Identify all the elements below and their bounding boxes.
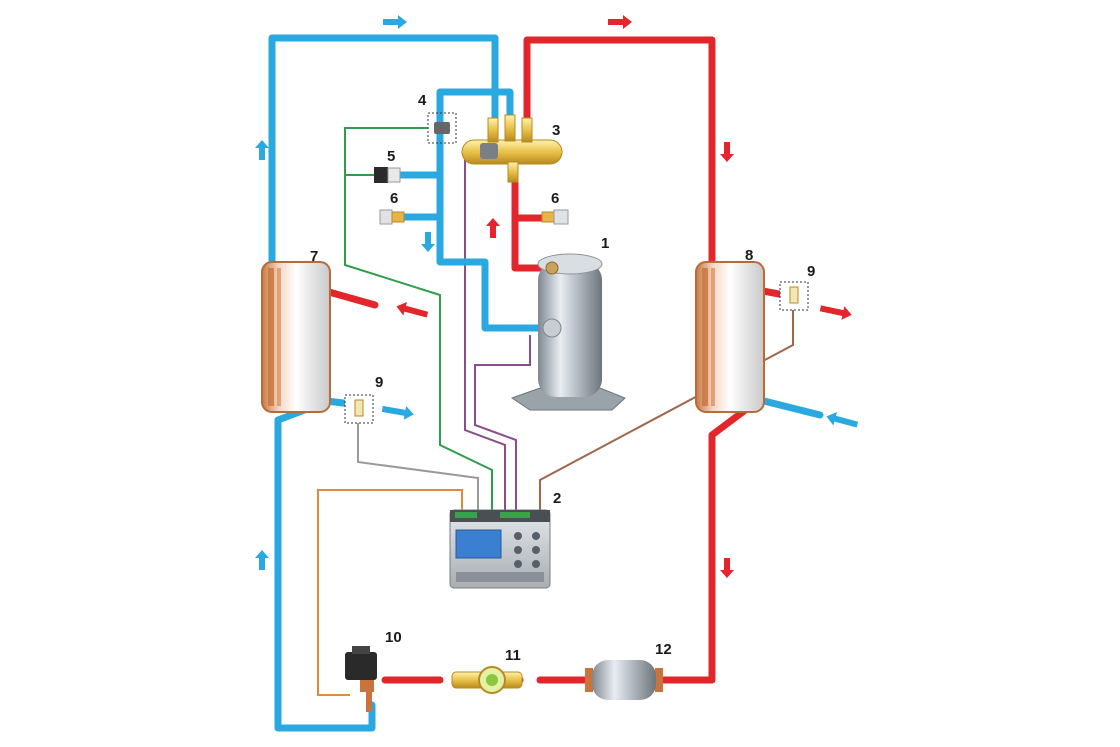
pipe-hot-liquid-right xyxy=(651,401,756,684)
compressor xyxy=(510,253,626,411)
arrow-out-left-blue xyxy=(381,405,414,420)
temp-sensor-right xyxy=(779,281,809,311)
wire-orange xyxy=(317,489,463,696)
arrow-up-discharge xyxy=(486,218,500,238)
pipe-cold-in-right xyxy=(756,396,824,419)
arrow-right-top-red xyxy=(608,15,632,29)
arrow-down-right-top xyxy=(720,142,734,162)
arrow-down-suction xyxy=(421,232,435,252)
pressure-switch xyxy=(427,112,457,144)
controller xyxy=(449,509,551,589)
wire-purple-a xyxy=(464,154,506,510)
arrow-up-left-bottom xyxy=(255,550,269,570)
arrow-right-top-blue xyxy=(383,15,407,29)
label-filter-drier: 12 xyxy=(655,641,672,658)
label-compressor: 1 xyxy=(601,235,609,252)
label-temp-sensor-left: 9 xyxy=(375,374,383,391)
pipe-cold-left-loop xyxy=(268,34,499,299)
label-exchanger-left: 7 xyxy=(310,248,318,265)
sensor-right xyxy=(541,209,569,225)
wire-brown xyxy=(539,300,794,510)
wire-purple-b xyxy=(474,335,531,510)
label-reversing-valve: 3 xyxy=(552,122,560,139)
label-temp-sensor-right: 9 xyxy=(807,263,815,280)
plate-heat-exchanger-right xyxy=(695,261,765,413)
arrow-up-left-top xyxy=(255,140,269,160)
label-sensor-left: 6 xyxy=(390,190,398,207)
arrow-out-right-red xyxy=(819,305,852,320)
expansion-valve xyxy=(345,646,377,712)
arrow-in-right-blue xyxy=(826,411,859,428)
sight-glass xyxy=(451,666,523,694)
label-pressure-switch: 4 xyxy=(418,92,427,109)
label-sensor-right: 6 xyxy=(551,190,559,207)
label-sight-glass: 11 xyxy=(505,647,521,664)
temp-sensor-left xyxy=(344,394,374,424)
arrow-down-right-bottom xyxy=(720,558,734,578)
wire-green xyxy=(344,127,493,510)
reversing-valve xyxy=(461,114,563,183)
label-exchanger-right: 8 xyxy=(745,247,753,264)
label-expansion-valve: 10 xyxy=(385,629,402,646)
arrow-in-left-red xyxy=(396,301,429,318)
plate-heat-exchanger-left xyxy=(261,261,331,413)
pipe-cold-liquid-left xyxy=(274,401,376,732)
filter-drier xyxy=(585,660,663,700)
pipe-cold-suction xyxy=(436,88,544,332)
pressure-transducer xyxy=(374,167,401,183)
wire-gray xyxy=(357,420,479,510)
label-controller: 2 xyxy=(553,490,561,507)
sensor-left xyxy=(379,209,405,225)
label-pressure-transducer: 5 xyxy=(387,148,395,165)
